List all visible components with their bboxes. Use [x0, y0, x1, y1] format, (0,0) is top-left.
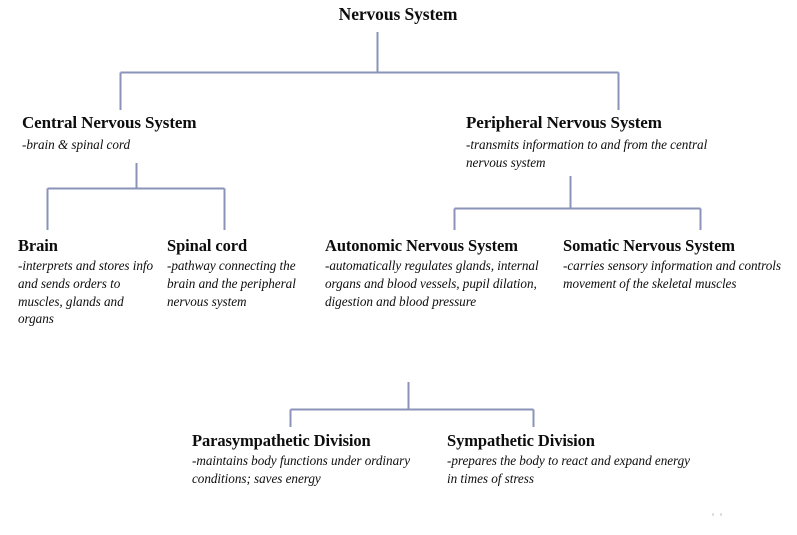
node-peripheral-nervous-system: Peripheral Nervous System -transmits inf… — [466, 113, 751, 171]
node-autonomic-nervous-system-desc: -automatically regulates glands, interna… — [325, 258, 539, 309]
node-sympathetic-division-desc: -prepares the body to react and expand e… — [447, 453, 690, 487]
node-somatic-nervous-system-title: Somatic Nervous System — [563, 236, 735, 255]
node-autonomic-nervous-system-title: Autonomic Nervous System — [325, 236, 518, 255]
node-spinal-cord-title: Spinal cord — [167, 236, 248, 255]
node-somatic-nervous-system-desc: -carries sensory information and control… — [563, 258, 781, 292]
node-central-nervous-system: Central Nervous System -brain & spinal c… — [22, 113, 322, 154]
node-sympathetic-division: Sympathetic Division -prepares the body … — [447, 431, 697, 488]
node-central-nervous-system-desc: -brain & spinal cord — [22, 137, 131, 153]
node-spinal-cord-desc: -pathway connecting the brain and the pe… — [167, 258, 296, 309]
node-brain-desc: -interprets and stores info and sends or… — [18, 258, 154, 327]
node-nervous-system: Nervous System — [248, 4, 548, 25]
node-parasympathetic-division-title: Parasympathetic Division — [192, 431, 371, 450]
node-parasympathetic-division-desc: -maintains body functions under ordinary… — [192, 453, 411, 487]
node-nervous-system-title: Nervous System — [338, 4, 458, 24]
node-somatic-nervous-system: Somatic Nervous System -carries sensory … — [563, 236, 791, 293]
node-spinal-cord: Spinal cord -pathway connecting the brai… — [167, 236, 307, 310]
scan-artifact-mark — [712, 513, 726, 516]
node-peripheral-nervous-system-title: Peripheral Nervous System — [466, 113, 662, 132]
node-central-nervous-system-title: Central Nervous System — [22, 113, 197, 132]
node-parasympathetic-division: Parasympathetic Division -maintains body… — [192, 431, 427, 488]
node-sympathetic-division-title: Sympathetic Division — [447, 431, 595, 450]
node-brain-title: Brain — [18, 236, 58, 255]
node-brain: Brain -interprets and stores info and se… — [18, 236, 158, 328]
node-peripheral-nervous-system-desc: -transmits information to and from the c… — [466, 137, 708, 170]
node-autonomic-nervous-system: Autonomic Nervous System -automatically … — [325, 236, 550, 310]
